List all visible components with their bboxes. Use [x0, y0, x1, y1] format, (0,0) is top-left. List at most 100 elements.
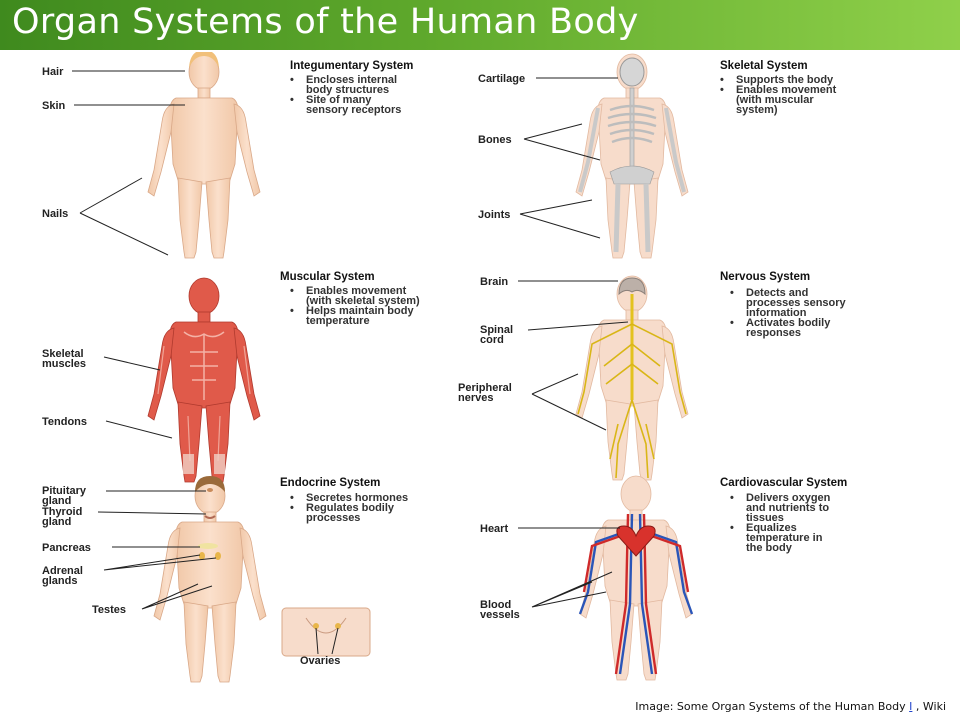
svg-text:Activates bodily: Activates bodily	[746, 317, 831, 329]
svg-text:•: •	[290, 305, 294, 317]
svg-text:processes sensory: processes sensory	[746, 297, 847, 309]
label-skin: Skin	[42, 100, 66, 112]
svg-text:the body: the body	[746, 542, 793, 554]
caption-suffix: , Wiki	[912, 700, 946, 713]
label-peripheral-nerves-2: nerves	[458, 392, 493, 404]
image-caption: Image: Some Organ Systems of the Human B…	[635, 700, 946, 713]
bullets-skeletal: • Supports the body • Enables movement (…	[720, 74, 837, 116]
heading-endocrine: Endocrine System	[280, 477, 380, 489]
svg-text:(with skeletal system): (with skeletal system)	[306, 295, 420, 307]
svg-text:tissues: tissues	[746, 512, 784, 524]
label-tendons: Tendons	[42, 416, 87, 428]
label-thyroid-2: gland	[42, 516, 71, 528]
heading-skeletal: Skeletal System	[720, 60, 808, 72]
svg-text:Enables movement: Enables movement	[306, 285, 407, 297]
panel-muscular: Skeletal muscles Tendons Muscular System…	[42, 271, 420, 483]
svg-text:Encloses internal: Encloses internal	[306, 74, 397, 86]
svg-text:(with muscular: (with muscular	[736, 94, 814, 106]
svg-text:sensory receptors: sensory receptors	[306, 104, 401, 116]
svg-text:Regulates bodily: Regulates bodily	[306, 502, 395, 514]
svg-text:Site of many: Site of many	[306, 94, 372, 106]
skin-body-figure	[147, 52, 261, 259]
svg-text:system): system)	[736, 104, 778, 116]
bullets-cardiovascular: • Delivers oxygen and nutrients to tissu…	[730, 492, 831, 554]
svg-text:information: information	[746, 307, 807, 319]
svg-text:Secretes hormones: Secretes hormones	[306, 492, 408, 504]
svg-text:•: •	[290, 74, 294, 86]
ovaries-inset	[281, 607, 371, 657]
panel-endocrine: Pituitary gland Thyroid gland Pancreas A…	[42, 476, 408, 683]
svg-text:Supports the body: Supports the body	[736, 74, 834, 86]
svg-text:•: •	[290, 285, 294, 297]
svg-text:•: •	[290, 502, 294, 514]
svg-text:Equalizes: Equalizes	[746, 522, 797, 534]
label-thyroid-1: Thyroid	[42, 506, 82, 518]
label-pancreas: Pancreas	[42, 542, 91, 554]
organ-systems-diagram: Hair Skin Nails Integumentary System • E…	[42, 52, 847, 683]
skeleton-figure	[575, 53, 689, 259]
endocrine-figure	[153, 476, 267, 683]
heading-integumentary: Integumentary System	[290, 60, 413, 72]
label-skeletal-muscles-1: Skeletal	[42, 348, 84, 360]
svg-text:•: •	[730, 287, 734, 299]
label-adrenal-2: glands	[42, 575, 77, 587]
svg-text:temperature in: temperature in	[746, 532, 823, 544]
svg-text:•: •	[730, 317, 734, 329]
bullets-nervous: • Detects and processes sensory informat…	[730, 287, 847, 339]
svg-text:body structures: body structures	[306, 84, 389, 96]
panel-integumentary: Hair Skin Nails Integumentary System • E…	[42, 52, 413, 259]
svg-text:Enables movement: Enables movement	[736, 84, 837, 96]
svg-text:processes: processes	[306, 512, 360, 524]
cardiovascular-labels: Heart Blood vessels	[480, 523, 620, 621]
label-hair: Hair	[42, 66, 64, 78]
skeletal-labels: Cartilage Bones Joints	[478, 73, 618, 239]
panel-nervous: Brain Spinal cord Peripheral nerves Nerv…	[458, 271, 847, 481]
label-nails: Nails	[42, 208, 68, 220]
label-skeletal-muscles-2: muscles	[42, 358, 86, 370]
label-pituitary-2: gland	[42, 495, 71, 507]
svg-text:and nutrients to: and nutrients to	[746, 502, 829, 514]
nervous-labels: Brain Spinal cord Peripheral nerves	[458, 276, 629, 431]
caption-link[interactable]: I	[909, 700, 913, 713]
label-spinal-cord-1: Spinal	[480, 324, 513, 336]
svg-text:•: •	[290, 492, 294, 504]
label-brain: Brain	[480, 276, 508, 288]
svg-text:Helps maintain body: Helps maintain body	[306, 305, 414, 317]
integumentary-labels: Hair Skin Nails	[42, 66, 185, 256]
label-blood-vessels-1: Blood	[480, 599, 511, 611]
muscular-labels: Skeletal muscles Tendons	[42, 348, 173, 439]
svg-text:•: •	[290, 94, 294, 106]
label-blood-vessels-2: vessels	[480, 609, 520, 621]
label-testes: Testes	[92, 604, 126, 616]
label-adrenal-1: Adrenal	[42, 565, 83, 577]
muscle-figure	[147, 277, 261, 483]
caption-text: Image: Some Organ Systems of the Human B…	[635, 700, 910, 713]
label-ovaries: Ovaries	[300, 655, 340, 667]
title-bar: Organ Systems of the Human Body	[0, 0, 960, 50]
svg-text:responses: responses	[746, 327, 801, 339]
svg-text:Delivers oxygen: Delivers oxygen	[746, 492, 831, 504]
panel-skeletal: Cartilage Bones Joints Skeletal System •…	[478, 53, 837, 259]
endocrine-labels: Pituitary gland Thyroid gland Pancreas A…	[42, 485, 340, 667]
panel-cardiovascular: Heart Blood vessels Cardiovascular Syste…	[480, 475, 847, 681]
svg-text:Detects and: Detects and	[746, 287, 808, 299]
label-peripheral-nerves-1: Peripheral	[458, 382, 512, 394]
heading-muscular: Muscular System	[280, 271, 375, 283]
label-joints: Joints	[478, 209, 510, 221]
bullets-muscular: • Enables movement (with skeletal system…	[290, 285, 420, 327]
heading-cardiovascular: Cardiovascular System	[720, 477, 847, 489]
bullets-endocrine: • Secretes hormones • Regulates bodily p…	[290, 492, 408, 524]
svg-text:•: •	[720, 74, 724, 86]
label-pituitary-1: Pituitary	[42, 485, 87, 497]
heading-nervous: Nervous System	[720, 271, 810, 283]
label-heart: Heart	[480, 523, 508, 535]
cardiovascular-figure	[578, 475, 694, 681]
label-spinal-cord-2: cord	[480, 334, 504, 346]
bullets-integumentary: • Encloses internal body structures • Si…	[290, 74, 401, 116]
label-bones: Bones	[478, 134, 512, 146]
label-cartilage: Cartilage	[478, 73, 525, 85]
svg-text:temperature: temperature	[306, 315, 370, 327]
svg-text:•: •	[730, 522, 734, 534]
slide-title: Organ Systems of the Human Body	[12, 2, 639, 42]
nervous-figure	[575, 275, 689, 481]
